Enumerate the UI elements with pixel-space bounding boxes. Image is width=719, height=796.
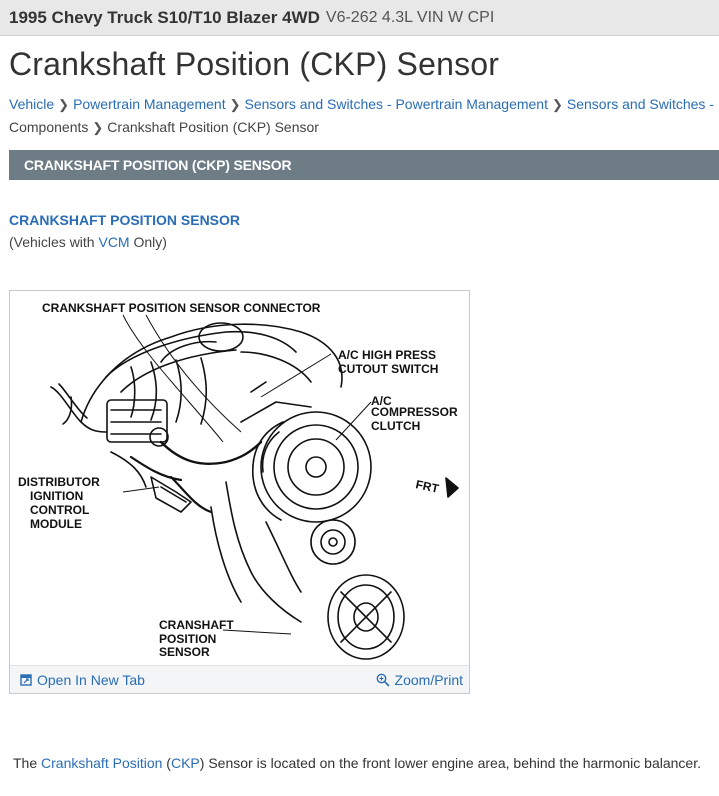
body-paragraph: The Crankshaft Position (CKP) Sensor is … [13, 755, 701, 771]
vehicle-engine: V6-262 4.3L VIN W CPI [325, 8, 495, 26]
body-prefix: The [13, 755, 42, 771]
note-prefix: (Vehicles with [9, 234, 99, 250]
chevron-right-icon: ❯ [551, 97, 563, 112]
engine-diagram: CRANKSHAFT POSITION SENSOR CONNECTOR A/C… [18, 301, 459, 660]
label-sensor-3: SENSOR [159, 645, 210, 659]
label-ac-clutch-1: A/C [371, 394, 392, 408]
chevron-right-icon: ❯ [58, 97, 70, 112]
breadcrumb-components: Components [9, 119, 89, 135]
open-new-tab-icon [20, 673, 32, 686]
vcm-link[interactable]: VCM [98, 234, 130, 250]
chevron-right-icon: ❯ [229, 97, 241, 112]
label-connector: CRANKSHAFT POSITION SENSOR CONNECTOR [42, 301, 321, 315]
ckp-link[interactable]: CKP [170, 755, 200, 771]
label-dist-1: DISTRIBUTOR [18, 475, 100, 489]
label-dist-2: IGNITION [30, 489, 83, 503]
vehicle-bar: 1995 Chevy Truck S10/T10 Blazer 4WD V6-2… [0, 0, 719, 36]
section-header: CRANKSHAFT POSITION (CKP) SENSOR [9, 150, 719, 180]
note-suffix: Only) [129, 234, 167, 250]
label-dist-3: CONTROL [30, 503, 89, 517]
open-new-tab-label: Open In New Tab [37, 671, 145, 688]
breadcrumb: Vehicle❯Powertrain Management❯Sensors an… [9, 93, 719, 139]
label-sensor-2: POSITION [159, 632, 216, 646]
zoom-print-label: Zoom/Print [394, 671, 463, 688]
breadcrumb-powertrain-management[interactable]: Powertrain Management [73, 96, 226, 112]
breadcrumb-current: Crankshaft Position (CKP) Sensor [107, 119, 319, 135]
breadcrumb-vehicle[interactable]: Vehicle [9, 96, 55, 112]
breadcrumb-sensors-switches-components[interactable]: Sensors and Switches - [566, 96, 714, 112]
label-ac-switch-1: A/C HIGH PRESS [338, 348, 436, 362]
label-sensor-1: CRANSHAFT [159, 618, 234, 632]
diagram-figure: CRANKSHAFT POSITION SENSOR CONNECTOR A/C… [9, 290, 470, 694]
subsection-note: (Vehicles with VCM Only) [9, 234, 167, 250]
page-title: Crankshaft Position (CKP) Sensor [9, 46, 500, 82]
zoom-print-button[interactable]: Zoom/Print [376, 672, 463, 688]
label-ac-switch-2: CUTOUT SWITCH [338, 362, 438, 376]
body-mid2: ) Sensor is located on the front lower e… [199, 755, 701, 771]
breadcrumb-sensors-switches[interactable]: Sensors and Switches - Powertrain Manage… [244, 96, 548, 112]
label-ac-clutch-2: COMPRESSOR [371, 405, 458, 419]
chevron-right-icon: ❯ [92, 120, 104, 135]
label-dist-4: MODULE [30, 517, 82, 531]
label-ac-clutch-3: CLUTCH [371, 419, 420, 433]
body-mid1: ( [162, 755, 171, 771]
figure-toolbar: Open In New Tab Zoom/Print [10, 665, 469, 693]
subsection-title: CRANKSHAFT POSITION SENSOR [9, 212, 241, 228]
label-frt: FRT [414, 477, 440, 496]
vehicle-model: 1995 Chevy Truck S10/T10 Blazer 4WD [9, 7, 320, 27]
zoom-icon [376, 673, 390, 687]
crankshaft-position-link[interactable]: Crankshaft Position [41, 755, 163, 771]
open-new-tab-button[interactable]: Open In New Tab [20, 672, 145, 688]
